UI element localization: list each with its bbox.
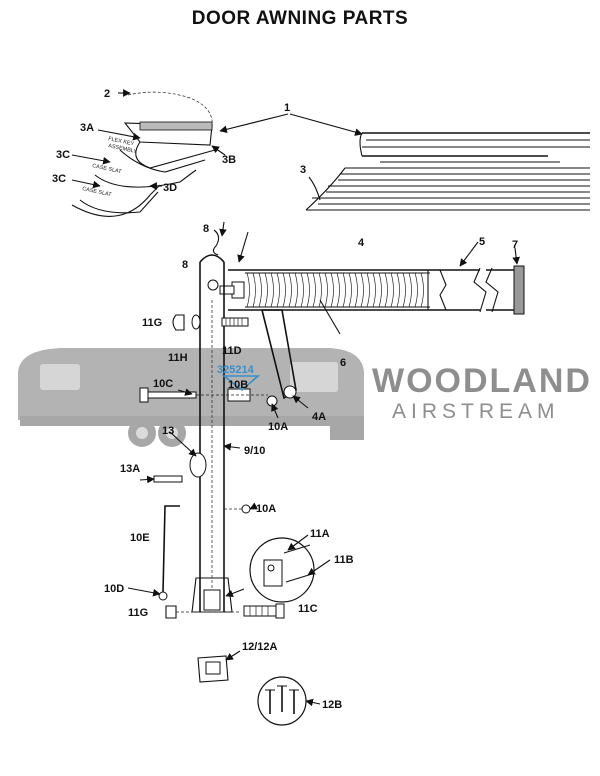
highlight-10b <box>221 375 261 392</box>
awning-rail-part <box>359 132 590 163</box>
main-arm-post <box>191 254 233 613</box>
callout-3c-2: 3C <box>52 173 66 185</box>
callout-11d: 11D <box>222 345 242 357</box>
awning-slats-part <box>305 167 590 211</box>
callout-7: 7 <box>512 239 518 251</box>
case-slat-label-2: CASE SLAT <box>82 186 113 198</box>
callout-4a: 4A <box>312 411 326 423</box>
roller-tube-assembly <box>219 265 525 315</box>
callout-3d: 3D <box>163 182 177 194</box>
callout-10e: 10E <box>130 532 150 544</box>
clip-part-8 <box>212 229 220 256</box>
watermark-line1: WOODLAND <box>372 362 592 400</box>
callout-10b: 10B <box>228 379 248 391</box>
mounting-plate-12 <box>197 655 229 683</box>
callout-10a-1: 10A <box>268 421 288 433</box>
callout-10d: 10D <box>104 583 124 595</box>
callout-13a: 13A <box>120 463 140 475</box>
callout-11a: 11A <box>310 528 330 540</box>
callout-6: 6 <box>340 357 346 369</box>
callout-12b: 12B <box>322 699 342 711</box>
callout-10c: 10C <box>153 378 173 390</box>
callout-11g-2: 11G <box>128 607 148 619</box>
callout-8b: 8 <box>182 259 188 271</box>
callout-11h: 11H <box>168 352 188 364</box>
callout-5: 5 <box>479 236 485 248</box>
callout-12: 12/12A <box>242 641 278 653</box>
rivets-12b <box>257 676 307 726</box>
callout-2: 2 <box>104 88 110 100</box>
page-title: DOOR AWNING PARTS <box>191 8 409 29</box>
callout-1: 1 <box>284 102 290 114</box>
support-arm-4a <box>260 309 297 400</box>
callout-4: 4 <box>358 237 365 249</box>
highlight-part-number: 325214 <box>217 364 255 376</box>
leader-lines <box>71 89 520 707</box>
callout-3: 3 <box>300 164 306 176</box>
callout-3c-1: 3C <box>56 149 70 161</box>
flex-key-label-1: FLEX KEY <box>108 136 135 147</box>
callout-10a-2: 10A <box>256 503 276 515</box>
fasteners-group <box>139 314 285 619</box>
watermark-line2: AIRSTREAM <box>392 400 560 423</box>
callout-3b: 3B <box>222 154 236 166</box>
callout-11c: 11C <box>298 603 318 615</box>
callout-8a: 8 <box>203 223 209 235</box>
callout-13: 13 <box>162 425 174 437</box>
callouts: 2 1 3A 3B 3C 3C 3D 3 8 8 4 5 7 11G 11H 1… <box>52 88 518 711</box>
airstream-trailer-watermark <box>18 348 364 447</box>
callout-3a: 3A <box>80 122 94 134</box>
detail-circle-11a-11b <box>249 537 315 603</box>
flex-key-assembly <box>71 91 216 217</box>
callout-9-10: 9/10 <box>244 445 265 457</box>
case-slat-label-1: CASE SLAT <box>92 163 123 175</box>
callout-11g-1: 11G <box>142 317 162 329</box>
callout-11b: 11B <box>334 554 354 566</box>
